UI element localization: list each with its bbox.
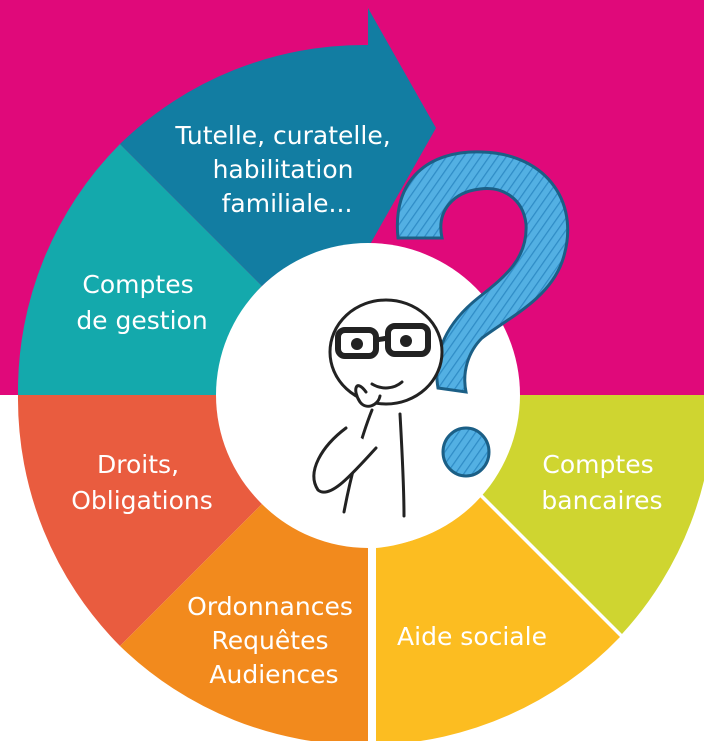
label-tutelle: Tutelle, curatelle, habilitation familia…: [174, 121, 398, 218]
label-comptes-bancaires-line-1: Comptes: [542, 450, 653, 479]
label-comptes-gestion-line-1: Comptes: [82, 270, 193, 299]
label-tutelle-line-3: familiale...: [222, 189, 353, 218]
label-aide-sociale: Aide sociale: [397, 622, 547, 651]
question-mark-dot-icon: [441, 426, 491, 478]
label-comptes-gestion: Comptes de gestion: [76, 270, 207, 335]
segment-droits: [17, 395, 262, 646]
segment-ordonnances: [120, 504, 368, 741]
label-droits: Droits, Obligations: [71, 450, 213, 515]
label-ordonnances: Ordonnances Requêtes Audiences: [187, 592, 361, 689]
label-droits-line-1: Droits,: [97, 450, 179, 479]
thinking-person-icon: [312, 298, 444, 518]
segment-comptes-gestion: [17, 144, 262, 395]
label-ordonnances-line-3: Audiences: [209, 660, 338, 689]
segment-tutelle-arrow: [120, 8, 436, 286]
label-comptes-gestion-line-2: de gestion: [76, 306, 207, 335]
label-comptes-bancaires-line-2: bancaires: [541, 486, 662, 515]
segment-aide-sociale: [376, 495, 620, 741]
label-tutelle-line-1: Tutelle, curatelle,: [174, 121, 390, 150]
label-droits-line-2: Obligations: [71, 486, 213, 515]
label-tutelle-line-2: habilitation: [213, 155, 354, 184]
thinking-person-with-question-mark-icon: [312, 150, 570, 518]
label-comptes-bancaires: Comptes bancaires: [541, 450, 662, 515]
question-mark-icon: [395, 150, 570, 394]
label-ordonnances-line-2: Requêtes: [212, 626, 329, 655]
segment-comptes-bancaires: [480, 395, 704, 634]
label-aide-sociale-line-1: Aide sociale: [397, 622, 547, 651]
label-ordonnances-line-1: Ordonnances: [187, 592, 353, 621]
